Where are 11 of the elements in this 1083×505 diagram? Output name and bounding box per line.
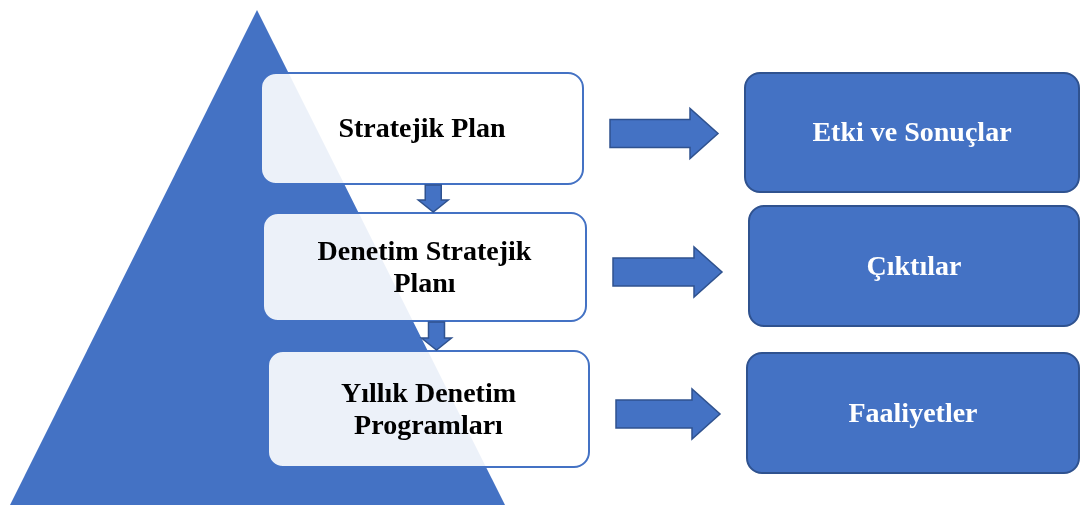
level-box: Stratejik Plan (260, 72, 584, 185)
block-arrow (416, 184, 451, 213)
block-arrow (615, 387, 722, 441)
result-box: Faaliyetler (746, 352, 1080, 474)
result-box: Etki ve Sonuçlar (744, 72, 1080, 193)
block-arrow (609, 106, 720, 161)
block-arrow (419, 321, 454, 351)
level-box: Denetim Stratejik Planı (262, 212, 587, 322)
level-box: Yıllık Denetim Programları (267, 350, 590, 468)
block-arrow (612, 245, 724, 299)
result-box: Çıktılar (748, 205, 1080, 327)
